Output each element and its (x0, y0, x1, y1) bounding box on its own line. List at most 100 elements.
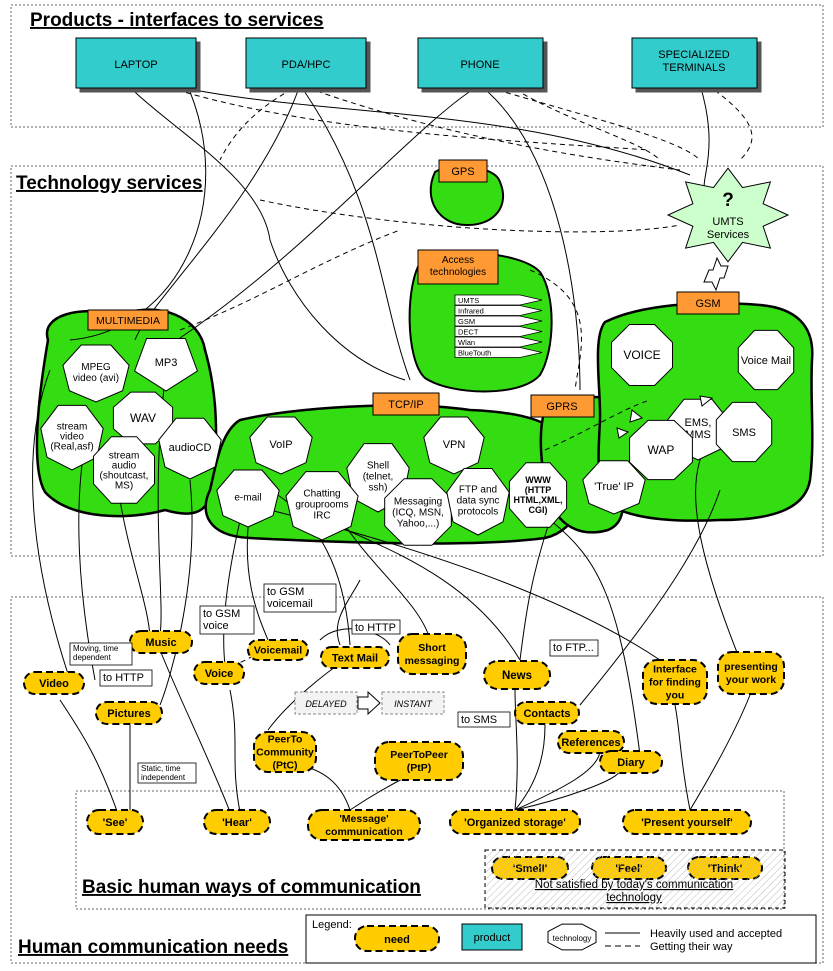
need-contacts: Contacts (514, 701, 580, 725)
note-to-ftp: to FTP... (549, 639, 599, 657)
need-voice: Voice (193, 661, 245, 685)
product-laptop: LAPTOP (75, 37, 197, 89)
access-item (454, 326, 543, 337)
access-item (454, 347, 543, 358)
tech-vpn: VPN (423, 416, 485, 475)
svg-text:WAV: WAV (130, 411, 156, 425)
legend-title: Legend: (312, 919, 352, 931)
note-to-http-pic: to HTTP (99, 669, 153, 687)
legend-product-label: product (474, 932, 511, 944)
svg-text:GPS: GPS (451, 166, 474, 178)
svg-text:References: References (561, 737, 620, 749)
svg-text:VoIP: VoIP (269, 439, 292, 451)
emerging-lines (109, 64, 753, 668)
legend-getting-label: Getting their way (650, 941, 733, 953)
svg-text:Text Mail: Text Mail (332, 652, 378, 664)
svg-text:'Organized storage': 'Organized storage' (464, 817, 566, 829)
link-laptop-multimedia (69, 79, 207, 341)
product-label: LAPTOP (114, 59, 157, 71)
svg-text:to FTP...: to FTP... (553, 642, 594, 654)
umts-gsm-arrow (703, 256, 729, 292)
svg-text:MULTIMEDIA: MULTIMEDIA (96, 315, 160, 327)
need-video: Video (23, 671, 85, 695)
need-music: Music (129, 630, 193, 654)
svg-text:Shell(telnet,ssh): Shell(telnet,ssh) (363, 461, 394, 494)
gps-label: GPS (438, 159, 488, 183)
svg-text:INSTANT: INSTANT (394, 699, 433, 709)
products-title: Products - interfaces to services (30, 10, 324, 31)
basic-ways-frame (75, 790, 785, 910)
access-item-label: DECT (458, 328, 479, 337)
wap-pointers (616, 395, 714, 439)
basic-ways-title: Basic human ways of communication (82, 877, 421, 898)
svg-text:to HTTP: to HTTP (355, 622, 396, 634)
need-news: News (483, 660, 551, 690)
svg-text:Pictures: Pictures (107, 708, 150, 720)
tech-voip: VoIP (249, 416, 313, 475)
svg-text:'See': 'See' (103, 817, 128, 829)
need-hear: 'Hear' (203, 809, 271, 835)
svg-text:'True' IP: 'True' IP (594, 481, 634, 493)
technology-title: Technology services (16, 173, 203, 194)
tech-voicemail-tech: Voice Mail (737, 329, 795, 391)
tech-sms: SMS (715, 401, 773, 463)
svg-text:e-mail: e-mail (234, 493, 261, 504)
svg-text:DELAYED: DELAYED (305, 699, 347, 709)
legend-heavy-label: Heavily used and accepted (650, 928, 782, 940)
access-item-label: GSM (458, 317, 475, 326)
tech-voice: VOICE (611, 324, 673, 386)
svg-text:WAP: WAP (648, 443, 675, 457)
svg-text:to SMS: to SMS (461, 714, 497, 726)
delayed-box: DELAYED (294, 691, 358, 715)
product-label: PDA/HPC (282, 59, 331, 71)
svg-text:Voice Mail: Voice Mail (741, 355, 791, 367)
svg-text:'Present yourself': 'Present yourself' (641, 817, 733, 829)
need-present: 'Present yourself' (622, 809, 752, 835)
access-item (454, 294, 543, 306)
product-pda: PDA/HPC (245, 37, 367, 89)
svg-text:VPN: VPN (443, 439, 466, 451)
access-item (454, 305, 543, 316)
need-pictures: Pictures (95, 701, 163, 725)
gsm-label: GSM (676, 291, 740, 315)
svg-text:Messaging(ICQ, MSN,Yahoo,...): Messaging(ICQ, MSN,Yahoo,...) (392, 497, 444, 530)
tech-wap: WAP (629, 419, 693, 481)
tech-email: e-mail (216, 469, 280, 528)
svg-text:'Message'communication: 'Message'communication (325, 813, 403, 838)
need-organized: 'Organized storage' (449, 809, 581, 835)
legend: Legend: need product technology Heavily … (305, 914, 817, 964)
product-phone: PHONE (417, 37, 544, 89)
svg-text:Voicemail: Voicemail (254, 645, 302, 657)
legend-need-label: need (384, 934, 410, 946)
